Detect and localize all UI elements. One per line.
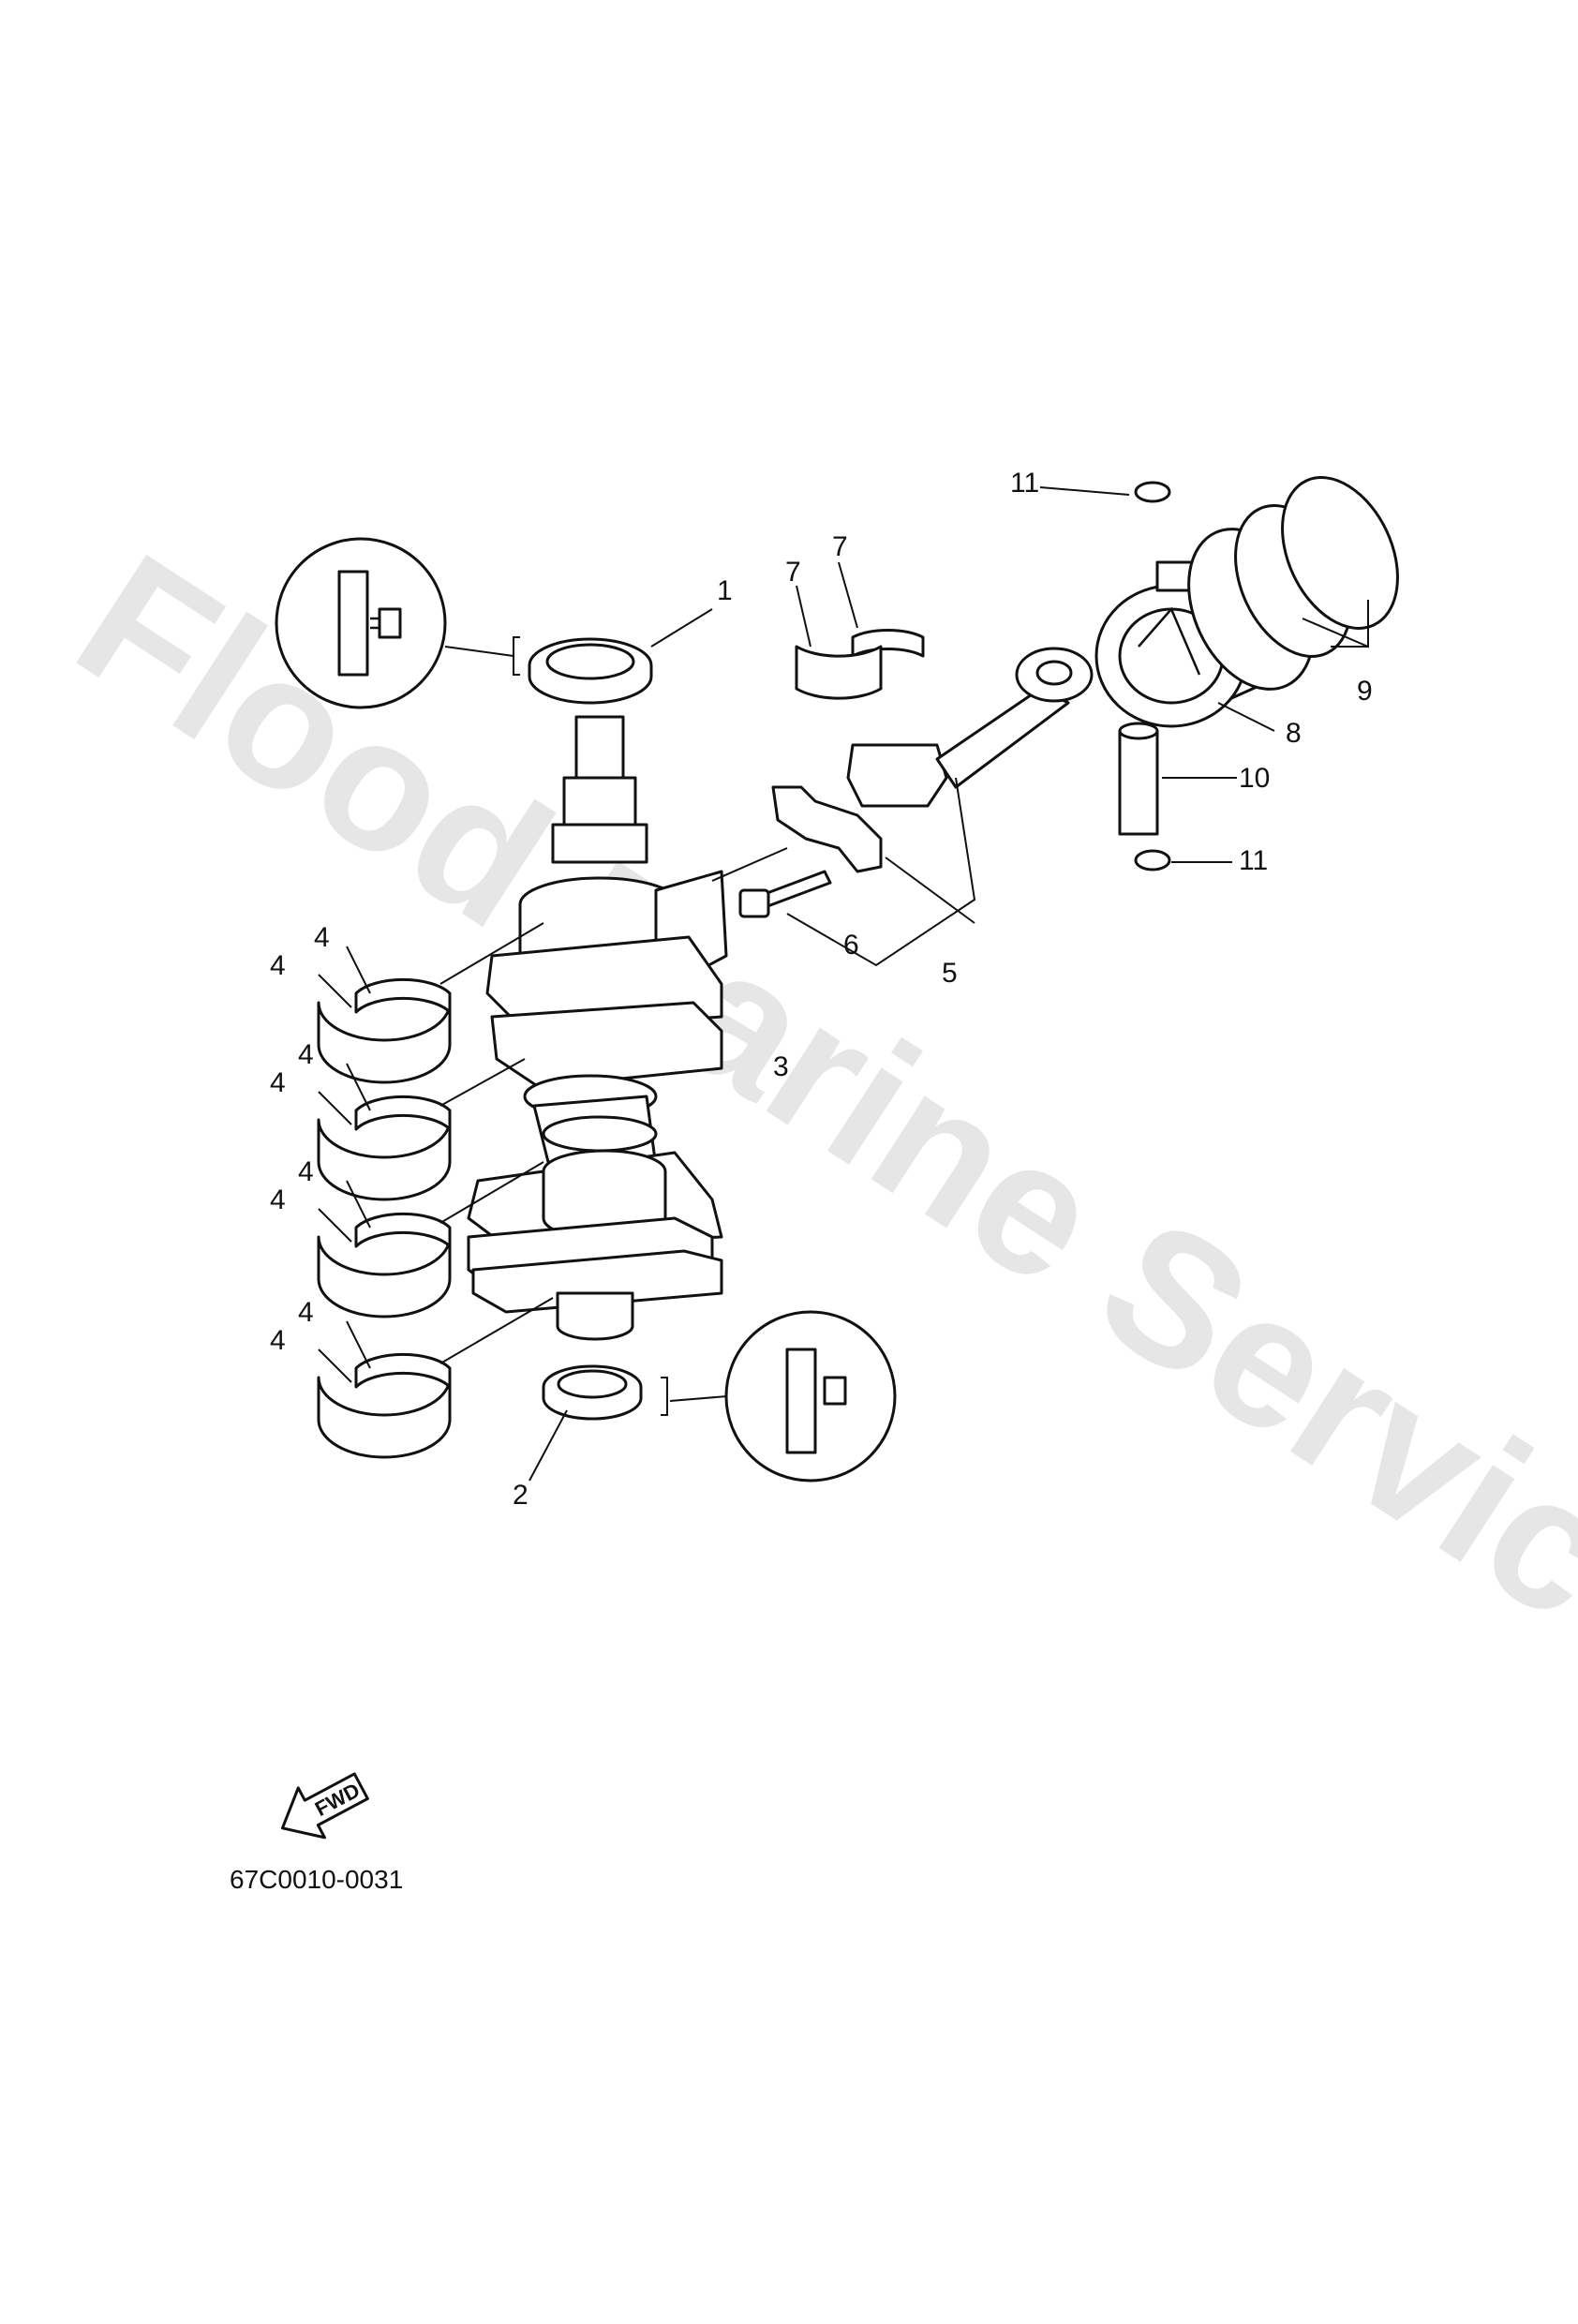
piston-rings: [1187, 476, 1399, 691]
main-bearing-4: [317, 1352, 452, 1459]
callout-4e: 4: [298, 1156, 314, 1187]
callout-11b: 11: [1239, 845, 1268, 876]
callout-11a: 11: [1010, 468, 1039, 499]
callout-1: 1: [717, 575, 733, 606]
main-bearing-3: [317, 1212, 452, 1318]
piston-pin-clip-top: [1134, 481, 1171, 503]
callout-7b: 7: [832, 531, 848, 562]
diagram-code: 67C0010-0031: [230, 1865, 403, 1894]
callout-4c: 4: [298, 1039, 314, 1070]
seal-detail-circle-bottom: [661, 1310, 897, 1482]
piston-pin: [1118, 722, 1159, 836]
fwd-arrow-icon: FWD: [280, 1772, 369, 1840]
callout-4f: 4: [270, 1184, 286, 1215]
con-rod-bolt: [738, 870, 832, 918]
main-bearing-1: [317, 977, 452, 1084]
callout-6: 6: [843, 930, 859, 961]
callout-3: 3: [773, 1051, 789, 1082]
connecting-rod: [771, 647, 1094, 873]
watermark-text: Flood Marine Services: [44, 514, 1578, 1773]
oil-seal-bottom: [542, 1364, 643, 1421]
callout-4d: 4: [270, 1067, 286, 1098]
piston-pin-clip-bottom: [1134, 849, 1171, 872]
callout-4g: 4: [298, 1297, 314, 1328]
callout-4a: 4: [314, 922, 330, 953]
con-rod-bearing-lower: [795, 645, 883, 700]
callout-9: 9: [1357, 676, 1373, 707]
callout-2: 2: [513, 1480, 528, 1511]
oil-seal-top: [528, 637, 653, 705]
callout-4h: 4: [270, 1325, 286, 1356]
callout-5: 5: [942, 958, 958, 989]
crankshaft: [467, 715, 728, 1341]
callout-7a: 7: [785, 557, 801, 588]
callout-10: 10: [1239, 763, 1270, 794]
main-bearing-2: [317, 1095, 452, 1201]
seal-detail-circle-top: [275, 537, 520, 709]
callout-4b: 4: [270, 950, 286, 981]
callout-8: 8: [1286, 718, 1302, 749]
